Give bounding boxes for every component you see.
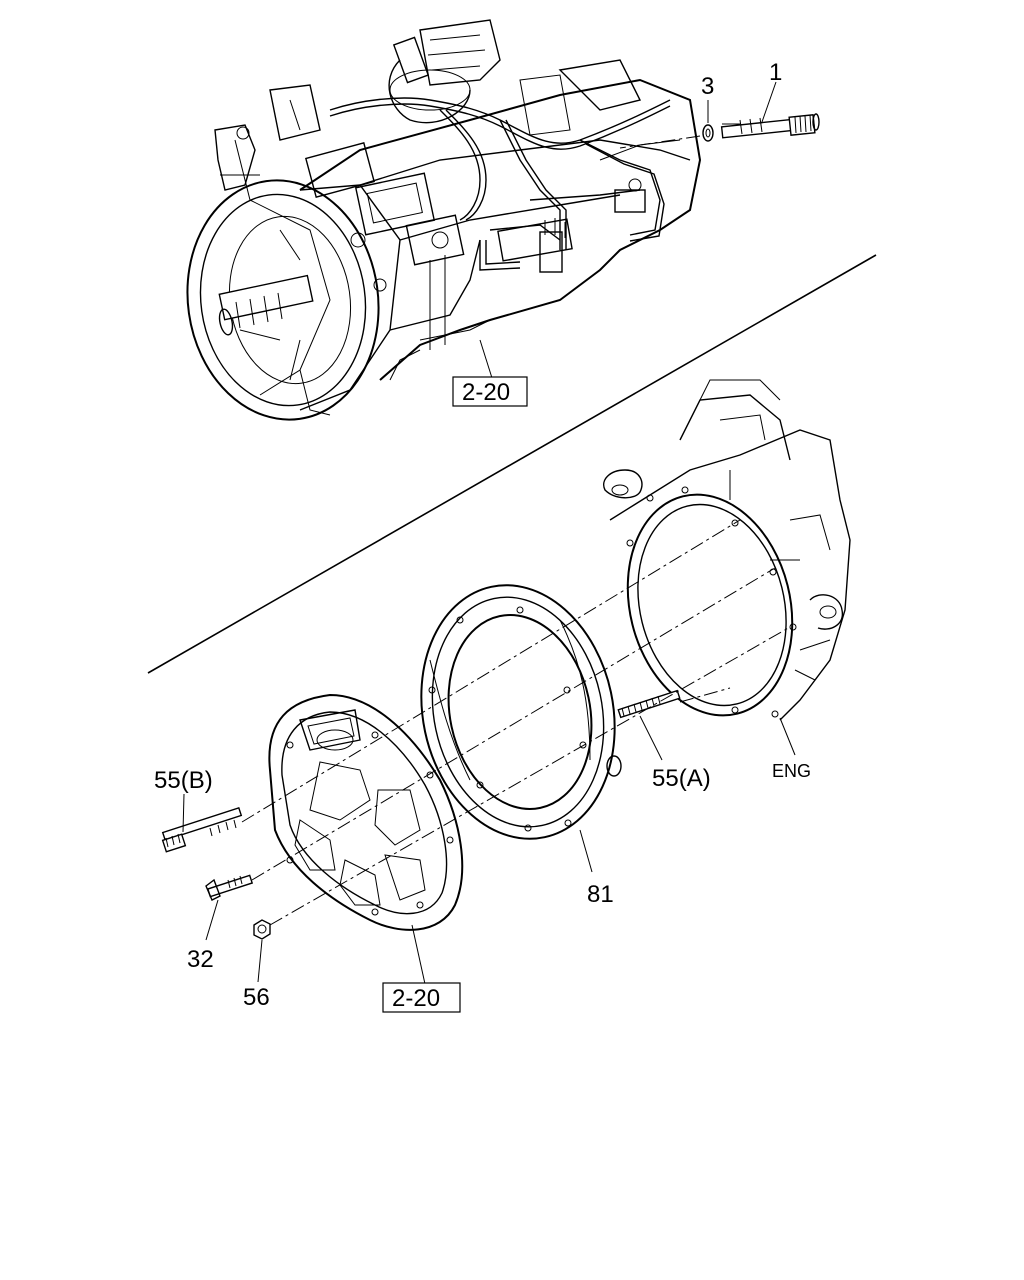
- lower-ref-box: [382, 982, 461, 1013]
- upper-ref-box: [452, 376, 528, 407]
- callout-81: 81: [587, 881, 614, 908]
- part-3-washer: [702, 124, 714, 142]
- callout-32: 32: [187, 946, 214, 973]
- section-divider-line: [147, 254, 877, 674]
- input-shaft: [218, 274, 314, 336]
- part-81-spacer-plate: [420, 584, 622, 840]
- bell-housing-face: [186, 179, 380, 421]
- part-1-switch: [720, 113, 820, 139]
- part-32-bolt: [205, 874, 254, 901]
- part-55a-stud: [617, 689, 681, 719]
- callout-eng: ENG: [772, 761, 811, 781]
- lower-ref-label: 2-20: [392, 985, 440, 1012]
- callout-3: 3: [701, 73, 714, 100]
- callout-56: 56: [243, 984, 270, 1011]
- upper-ref-label: 2-20: [462, 379, 510, 406]
- callout-55b: 55(B): [154, 767, 213, 794]
- callout-55a: 55(A): [652, 765, 711, 792]
- callout-1: 1: [769, 59, 782, 86]
- transmission-assembly: [186, 19, 702, 421]
- clutch-housing: [268, 693, 464, 931]
- air-piping: [329, 97, 681, 271]
- part-56-nut: [253, 919, 271, 940]
- part-55b-stud: [161, 806, 243, 853]
- assembly-lines: [241, 519, 791, 926]
- engine-flywheel-housing-face: [626, 486, 797, 718]
- engine-block: [603, 379, 851, 721]
